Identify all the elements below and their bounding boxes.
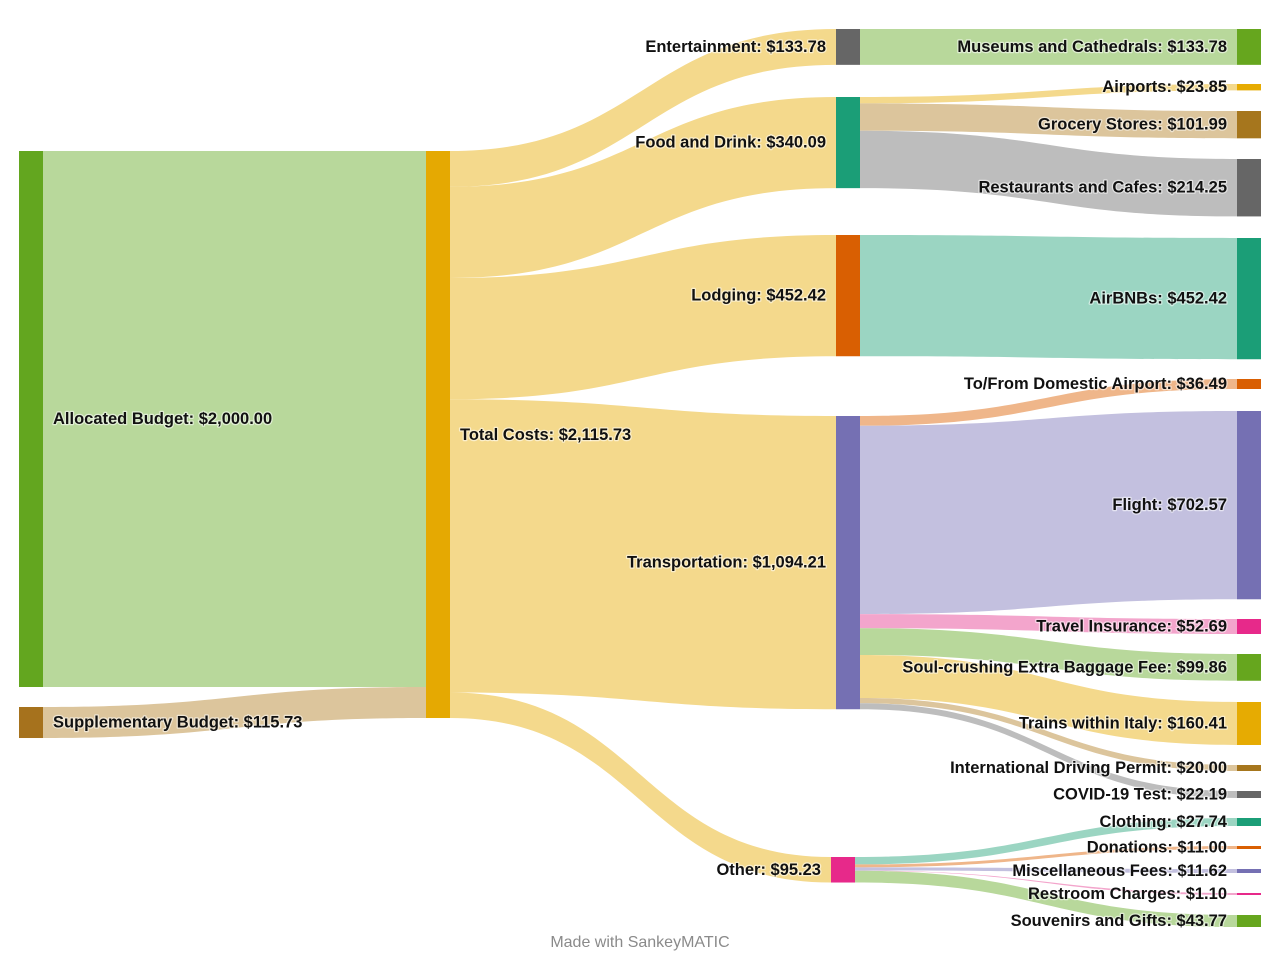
link-other-to-donations [855,846,1237,868]
link-food-to-restaurants [860,130,1237,217]
link-lodging-to-airbnbs [860,235,1237,360]
node-donations [1237,846,1261,849]
label-grocery: Grocery Stores: $101.99 [1038,116,1227,134]
label-clothing: Clothing: $27.74 [1100,813,1228,831]
link-total-to-lodging [450,235,836,400]
node-museums [1237,29,1261,65]
link-transportation-to-baggage [860,628,1237,681]
node-other [831,857,855,883]
link-other-to-restroom [855,870,1237,895]
node-transportation [836,416,860,710]
node-food [836,97,860,189]
link-other-to-souvenirs [855,870,1237,927]
node-misc [1237,869,1261,873]
label-food: Food and Drink: $340.09 [635,134,826,152]
link-transportation-to-domestic_airport [860,379,1237,426]
link-transportation-to-insurance [860,614,1237,634]
node-trains [1237,702,1261,745]
node-restroom [1237,893,1261,895]
link-other-to-misc [855,867,1237,873]
node-entertainment [836,29,860,65]
link-entertainment-to-museums [860,29,1237,65]
node-lodging [836,235,860,357]
label-allocated: Allocated Budget: $2,000.00 [53,410,272,428]
label-trains: Trains within Italy: $160.41 [1019,714,1227,732]
link-transportation-to-covid [860,703,1237,798]
node-allocated [19,151,43,687]
footer-credit: Made with SankeyMATIC [550,934,730,951]
label-restaurants: Restaurants and Cafes: $214.25 [978,179,1227,197]
label-entertainment: Entertainment: $133.78 [645,38,826,56]
sankey-links [43,29,1237,927]
link-allocated-to-total [43,151,426,687]
node-flight [1237,411,1261,600]
node-covid [1237,791,1261,798]
sankey-labels: Allocated Budget: $2,000.00Supplementary… [52,37,1229,932]
label-flight: Flight: $702.57 [1112,496,1227,514]
link-total-to-other [450,692,831,883]
link-total-to-transportation [450,399,836,710]
node-clothing [1237,818,1261,826]
node-airbnbs [1237,238,1261,360]
label-airports: Airports: $23.85 [1102,78,1227,96]
link-food-to-grocery [860,103,1237,139]
link-total-to-food [450,97,836,278]
label-restroom: Restroom Charges: $1.10 [1028,885,1227,903]
label-transportation: Transportation: $1,094.21 [627,554,826,572]
link-supplementary-to-total [43,687,426,739]
node-baggage [1237,654,1261,681]
node-permit [1237,765,1261,771]
label-permit: International Driving Permit: $20.00 [950,759,1227,777]
node-supplementary [19,707,43,739]
label-airbnbs: AirBNBs: $452.42 [1089,290,1227,308]
label-misc: Miscellaneous Fees: $11.62 [1012,862,1227,880]
label-baggage: Soul-crushing Extra Baggage Fee: $99.86 [902,658,1227,676]
link-transportation-to-trains [860,654,1237,745]
label-other: Other: $95.23 [716,861,821,879]
link-total-to-entertainment [450,29,836,187]
link-transportation-to-permit [860,697,1237,771]
node-total [426,151,450,719]
link-other-to-clothing [855,818,1237,865]
label-museums: Museums and Cathedrals: $133.78 [957,38,1227,56]
node-souvenirs [1237,915,1261,927]
node-domestic-airport [1237,379,1261,389]
node-grocery [1237,111,1261,139]
label-insurance: Travel Insurance: $52.69 [1036,618,1227,636]
node-restaurants [1237,159,1261,217]
label-covid: COVID-19 Test: $22.19 [1053,786,1227,804]
node-insurance [1237,619,1261,634]
label-souvenirs: Souvenirs and Gifts: $43.77 [1011,912,1227,930]
node-airports [1237,84,1261,91]
sankey-nodes [19,29,1261,927]
link-food-to-airports [860,84,1237,104]
link-transportation-to-flight [860,411,1237,615]
label-donations: Donations: $11.00 [1087,839,1227,857]
label-lodging: Lodging: $452.42 [691,287,826,305]
label-supplementary: Supplementary Budget: $115.73 [53,714,302,732]
label-domestic-airport: To/From Domestic Airport: $36.49 [964,375,1227,393]
label-total: Total Costs: $2,115.73 [460,426,631,444]
